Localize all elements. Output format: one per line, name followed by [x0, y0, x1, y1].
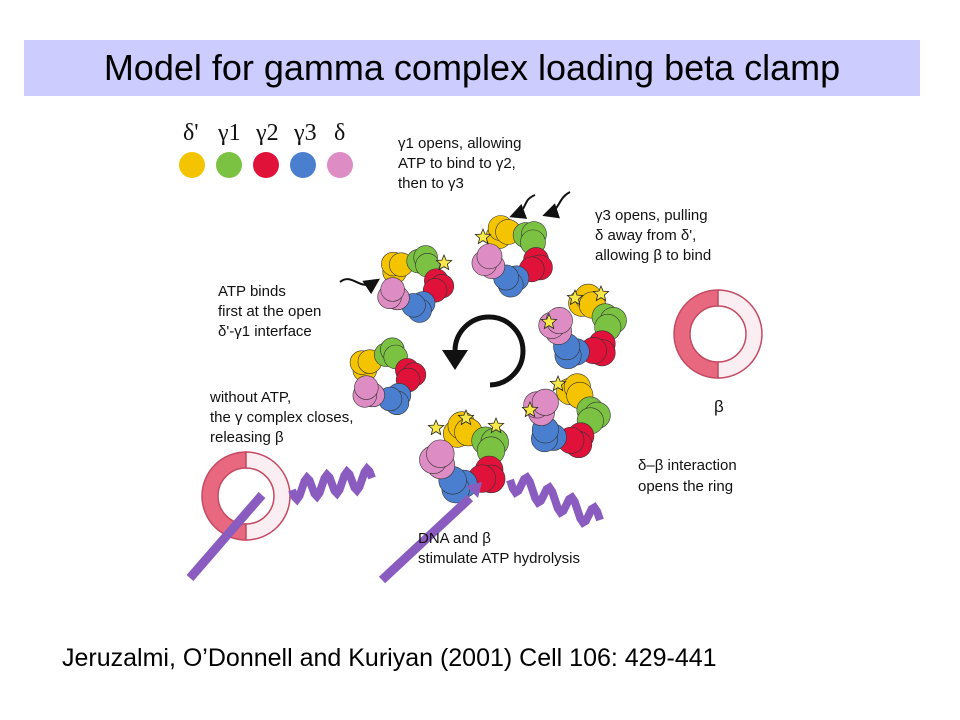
gamma-complex	[349, 337, 427, 416]
label-line: δ'-γ1 interface	[218, 323, 312, 340]
subunit-lobe	[354, 375, 379, 400]
label-line: δ away from δ',	[595, 227, 696, 244]
label-line: ATP to bind to γ2,	[398, 155, 516, 172]
step-label-dna-beta: DNA and β stimulate ATP hydrolysis	[418, 530, 580, 567]
beta-clamp-free	[673, 289, 763, 379]
gamma-complex	[377, 245, 455, 323]
label-line: DNA and β	[418, 530, 491, 547]
subunit-legend: δ' γ1 γ2 γ3 δ	[179, 120, 353, 178]
dna-rod-left	[186, 492, 266, 581]
atp-star-icon	[592, 284, 610, 302]
beta-clamp-half-red	[673, 289, 719, 379]
title-bar: Model for gamma complex loading beta cla…	[24, 40, 920, 96]
subunit-lobe	[476, 243, 503, 270]
atp-star-icon	[487, 416, 505, 434]
atp-star-icon	[427, 418, 445, 436]
beta-label: β	[714, 397, 724, 416]
legend-label-gamma3: γ3	[293, 120, 317, 146]
complex-center	[454, 446, 478, 470]
label-line: γ3 opens, pulling	[595, 207, 708, 224]
label-line: first at the open	[218, 303, 321, 320]
gamma-complex	[521, 373, 611, 459]
dna-rod-arrowhead	[466, 482, 482, 498]
label-line: opens the ring	[638, 478, 733, 495]
step-label-gamma1-opens: γ1 opens, allowing ATP to bind to γ2, th…	[398, 135, 521, 192]
complex-center	[375, 366, 397, 388]
legend-swatch-delta	[327, 152, 353, 178]
slide-title: Model for gamma complex loading beta cla…	[103, 47, 841, 88]
subunit-lobe	[531, 388, 559, 416]
gamma-complex	[419, 408, 509, 504]
step-label-atp-binds: ATP binds first at the open δ'-γ1 interf…	[218, 283, 321, 340]
legend-swatch-gamma1	[216, 152, 242, 178]
complex-group	[349, 215, 627, 504]
legend-label-delta: δ	[334, 120, 345, 146]
label-line: then to γ3	[398, 175, 464, 192]
beta-clamp-half-white	[717, 289, 763, 379]
atp-star-icon	[566, 288, 584, 306]
atp-arrows	[339, 191, 571, 295]
atp-star-icon	[435, 253, 453, 271]
legend-swatch-gamma3	[290, 152, 316, 178]
subunit-lobe	[380, 277, 405, 302]
complex-center	[403, 272, 425, 294]
atp-star-icon	[540, 312, 558, 330]
legend-swatch-gamma2	[253, 152, 279, 178]
atp-star-icon	[549, 374, 567, 392]
label-line: stimulate ATP hydrolysis	[418, 550, 580, 567]
label-line: ATP binds	[218, 283, 286, 300]
gamma-complex	[471, 215, 553, 298]
released-clamp-half-white	[245, 451, 291, 541]
dna-helix-center	[378, 472, 604, 584]
label-line: δ–β interaction	[638, 457, 737, 474]
atp-star-icon	[474, 227, 492, 245]
legend-label-gamma2: γ2	[255, 120, 279, 146]
dna-strand-left	[288, 462, 376, 506]
atp-star-icon	[457, 408, 475, 426]
legend-label-gamma1: γ1	[217, 120, 241, 146]
beta-clamp-released	[201, 451, 291, 541]
dna-helix-left	[186, 462, 376, 581]
step-label-gamma3-opens: γ3 opens, pulling δ away from δ', allowi…	[595, 207, 711, 264]
step-label-without-atp: without ATP, the γ complex closes, relea…	[209, 389, 353, 446]
subunit-lobe	[426, 439, 455, 468]
legend-label-delta-prime: δ'	[183, 120, 199, 146]
citation: Jeruzalmi, O’Donnell and Kuriyan (2001) …	[62, 644, 717, 672]
complex-center	[571, 316, 595, 340]
dna-rod-center	[378, 494, 474, 584]
complex-center	[502, 244, 524, 266]
legend-swatch-delta-prime	[179, 152, 205, 178]
step-label-delta-beta: δ–β interaction opens the ring	[638, 457, 737, 495]
label-line: allowing β to bind	[595, 247, 711, 264]
label-line: releasing β	[210, 429, 284, 446]
label-line: γ1 opens, allowing	[398, 135, 521, 152]
gamma-complex	[538, 283, 627, 369]
complex-center	[554, 404, 578, 428]
atp-star-icon	[521, 400, 539, 418]
released-clamp-half-red	[201, 451, 247, 541]
label-line: without ATP,	[209, 389, 291, 406]
dna-strand-center	[506, 472, 604, 528]
label-line: the γ complex closes,	[210, 409, 353, 426]
cycle-arrow	[442, 314, 526, 388]
